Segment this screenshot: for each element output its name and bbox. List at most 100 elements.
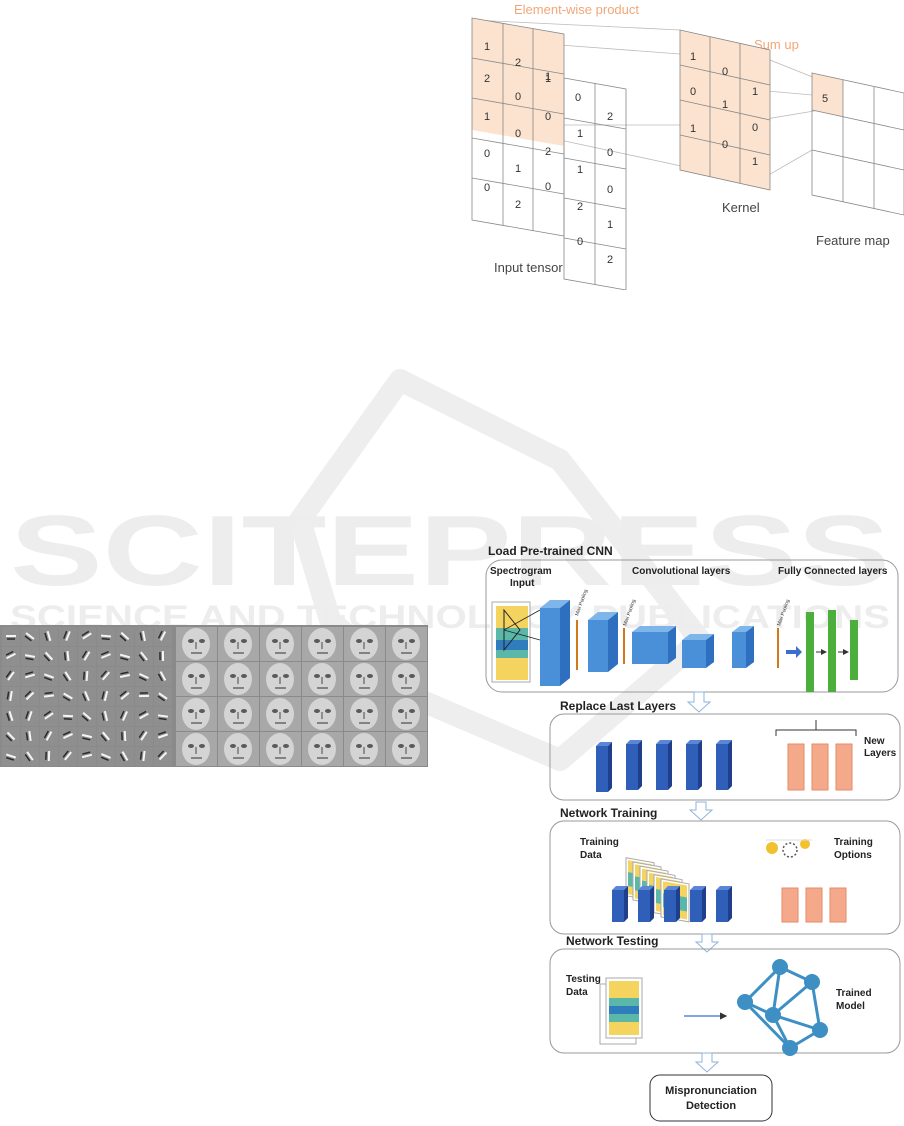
filter-cell xyxy=(97,647,115,666)
face-features-panel xyxy=(176,627,427,766)
filter-cell xyxy=(21,667,39,686)
filter-cell xyxy=(40,627,58,646)
filter-cell xyxy=(59,707,77,726)
pretrained-layer-block xyxy=(612,886,628,922)
face-feature-cell xyxy=(176,662,217,696)
pool-label-1: Max Pooling xyxy=(574,589,589,617)
face-feature-cell xyxy=(344,697,385,731)
stage-load-title: Load Pre-trained CNN xyxy=(488,544,613,558)
down-arrow-icon xyxy=(688,801,714,821)
filter-cell xyxy=(116,667,134,686)
front-cell: 0 xyxy=(545,181,551,193)
front-cell: 0 xyxy=(545,111,551,123)
filter-cell xyxy=(78,747,96,766)
face-feature-cell xyxy=(218,662,259,696)
pretrained-layer-block xyxy=(638,886,654,922)
filter-cell xyxy=(135,727,153,746)
filter-cell xyxy=(97,667,115,686)
face-feature-cell xyxy=(260,732,301,766)
kernel-cell: 1 xyxy=(752,156,758,168)
filter-cell xyxy=(59,727,77,746)
kernel-label: Kernel xyxy=(722,200,760,215)
pool-label-3: Max Pooling xyxy=(776,599,791,627)
filter-cell xyxy=(135,707,153,726)
front-cell: 0 xyxy=(484,182,490,194)
pretrained-layer-block xyxy=(690,886,706,922)
back-cell: 2 xyxy=(607,111,613,123)
stage-training-title: Network Training xyxy=(560,806,657,820)
conv-cube-5 xyxy=(732,626,754,668)
mispronunciation-detection-box xyxy=(649,1074,773,1122)
filter-cell xyxy=(116,727,134,746)
face-feature-cell xyxy=(302,662,343,696)
stage-load-box xyxy=(485,559,899,693)
filter-cell xyxy=(21,747,39,766)
filter-cell xyxy=(154,647,172,666)
front-cell: 1 xyxy=(484,111,490,123)
filter-cell xyxy=(116,687,134,706)
input-tensor-back-layer xyxy=(563,77,627,290)
filter-cell xyxy=(78,647,96,666)
face-feature-cell xyxy=(260,627,301,661)
spectrogram-input-image xyxy=(491,601,541,683)
training-new-layers xyxy=(781,887,847,923)
sum-up-label: Sum up xyxy=(754,37,799,52)
down-arrow-icon xyxy=(686,691,712,713)
kernel-cell: 0 xyxy=(722,139,728,151)
kernel-cell: 0 xyxy=(752,122,758,134)
training-new-layer-block xyxy=(781,887,799,923)
kernel-cell: 1 xyxy=(690,51,696,63)
filter-cell xyxy=(40,747,58,766)
face-feature-cell xyxy=(176,732,217,766)
kernel-values: 1 0 0 1 1 1 0 0 1 xyxy=(690,51,758,168)
edge-filters-panel xyxy=(2,627,172,766)
face-feature-cell xyxy=(344,627,385,661)
front-cell: 1 xyxy=(484,41,490,53)
filter-cell xyxy=(116,627,134,646)
filter-cell xyxy=(40,647,58,666)
filter-cell xyxy=(97,727,115,746)
filter-cell xyxy=(97,687,115,706)
front-cell: 2 xyxy=(515,199,521,211)
new-layers-bracket xyxy=(775,720,857,736)
face-feature-cell xyxy=(302,697,343,731)
kernel-cell: 1 xyxy=(722,99,728,111)
filter-cell xyxy=(59,647,77,666)
conv-cube-3 xyxy=(632,626,676,664)
filter-cell xyxy=(2,667,20,686)
kernel-grid-lines xyxy=(679,37,771,183)
front-cell: 0 xyxy=(515,128,521,140)
convolution-figure: Element-wise product Sum up 0 1 1 2 0 2 … xyxy=(471,2,904,290)
stage-replace-title: Replace Last Layers xyxy=(560,699,676,713)
kernel-cell: 1 xyxy=(690,123,696,135)
face-feature-cell xyxy=(302,732,343,766)
face-feature-cell xyxy=(344,662,385,696)
filter-cell xyxy=(135,747,153,766)
back-cell: 0 xyxy=(607,184,613,196)
filter-cell xyxy=(2,627,20,646)
filter-cell xyxy=(40,687,58,706)
filter-cell xyxy=(116,747,134,766)
front-cell: 2 xyxy=(484,73,490,85)
filter-cell xyxy=(59,747,77,766)
pretrained-layer-block xyxy=(686,740,702,790)
stage-testing-title: Network Testing xyxy=(566,934,658,948)
learned-features-image xyxy=(0,625,428,767)
filter-cell xyxy=(116,707,134,726)
face-feature-cell xyxy=(218,732,259,766)
front-cell: 2 xyxy=(545,146,551,158)
filter-cell xyxy=(154,707,172,726)
filter-cell xyxy=(2,727,20,746)
pretrained-layer-block xyxy=(596,742,612,792)
back-cell: 2 xyxy=(607,254,613,266)
face-feature-cell xyxy=(386,697,427,731)
front-highlight xyxy=(472,18,564,146)
conv-cube-2 xyxy=(588,612,618,672)
input-tensor-back-values: 0 1 1 2 0 2 0 0 1 2 xyxy=(575,92,613,266)
feature-map-grid xyxy=(811,72,904,216)
new-layer-block xyxy=(787,743,805,791)
filter-cell xyxy=(78,707,96,726)
